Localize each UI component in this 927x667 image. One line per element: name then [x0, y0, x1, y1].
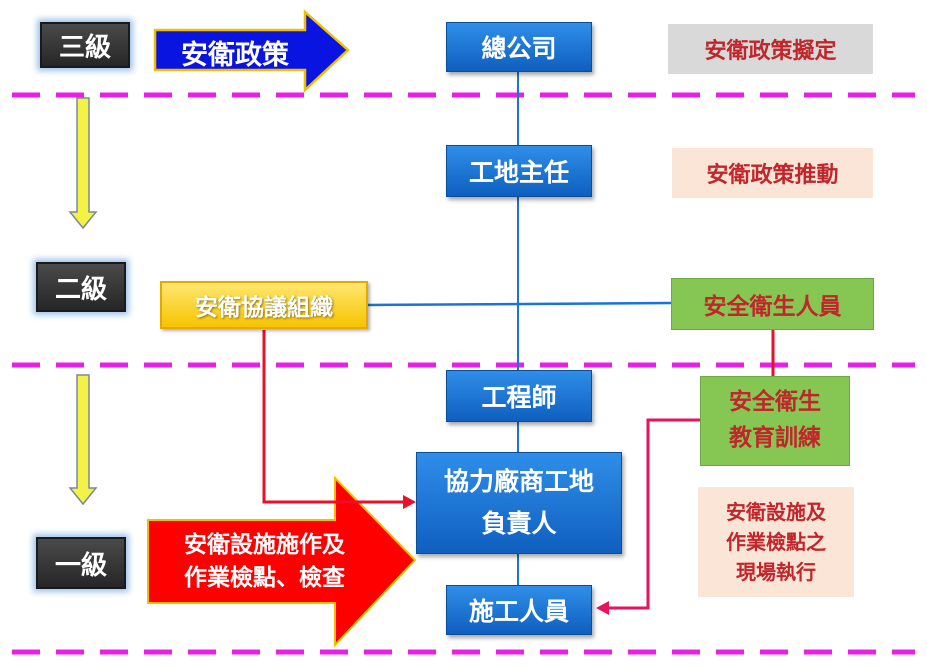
arrowhead-contractor [403, 495, 416, 509]
safety-training-line-2: 教育訓練 [729, 425, 821, 451]
level-1-badge: 一級 [36, 537, 126, 589]
down-arrow-level3-to-level2 [68, 97, 98, 230]
contractor-lead-line-2: 負責人 [481, 509, 557, 538]
implementation-arrow-label: 安衛設施施作及 作業檢點、檢查 [152, 524, 377, 600]
contractor-lead-line-1: 協力廠商工地 [443, 466, 594, 496]
engineer-box: 工程師 [446, 370, 592, 422]
onsite-execution-line-3: 現場執行 [736, 560, 816, 584]
site-director-box: 工地主任 [446, 145, 592, 197]
policy-arrow-shape [153, 9, 350, 93]
onsite-execution-line-2: 作業檢點之 [726, 530, 826, 554]
policy-arrow-label: 安衛政策 [181, 39, 289, 71]
policy-promotion-note: 安衛政策推動 [672, 148, 873, 198]
implementation-line-1: 安衛設施施作及 [184, 531, 345, 558]
onsite-execution-line-1: 安衛設施及 [726, 500, 826, 524]
contractor-lead-box: 協力廠商工地 負責人 [416, 452, 622, 554]
connector-training-to-workers [608, 418, 700, 610]
arrowhead-workers [596, 601, 609, 615]
safety-training-line-1: 安全衛生 [729, 389, 821, 416]
implementation-line-2: 作業檢點、檢查 [184, 565, 345, 591]
implementation-arrow-shape [147, 475, 417, 648]
down-arrow-level2-to-level1 [68, 374, 98, 506]
level-3-badge: 三級 [40, 22, 130, 68]
connector-committee-officer [367, 301, 673, 307]
onsite-execution-note: 安衛設施及 作業檢點之 現場執行 [698, 487, 854, 597]
connector-committee-to-contractor [262, 330, 404, 504]
safety-training-box: 安全衛生 教育訓練 [700, 376, 850, 466]
workers-box: 施工人員 [446, 585, 592, 635]
head-office-box: 總公司 [446, 22, 592, 72]
policy-making-note: 安衛政策擬定 [668, 24, 873, 74]
level-2-badge: 二級 [36, 262, 126, 312]
safety-committee-box: 安衛協議組織 [160, 281, 368, 329]
safety-officer-box: 安全衛生人員 [671, 278, 874, 330]
